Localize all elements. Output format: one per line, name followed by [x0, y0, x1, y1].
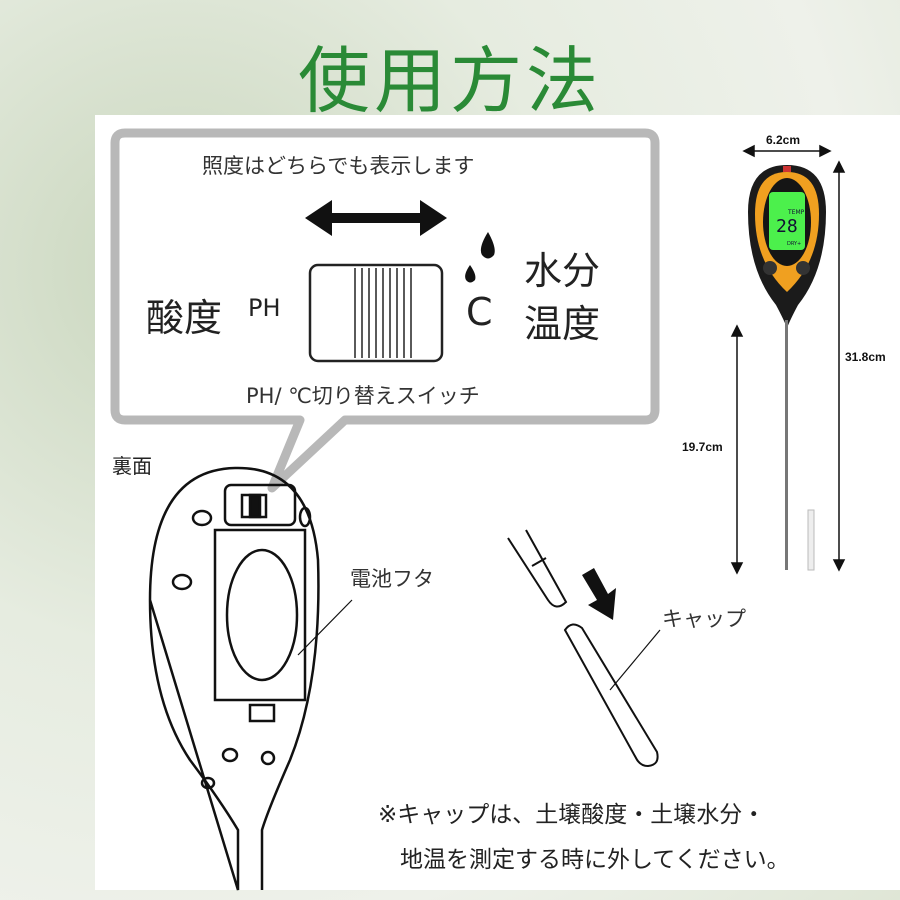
battery-cover-label: 電池フタ — [350, 567, 434, 591]
svg-text:TEMP: TEMP — [787, 209, 805, 216]
back-side-label: 裏面 — [112, 454, 152, 478]
svg-text:DRY+: DRY+ — [787, 241, 801, 247]
width-dimension: 6.2cm — [766, 133, 801, 147]
switch-illustration — [308, 263, 444, 363]
illuminance-note: 照度はどちらでも表示します — [202, 154, 475, 178]
moisture-label: 水分 — [524, 249, 601, 293]
probe-cap-illustration — [507, 529, 661, 768]
down-arrow-icon — [582, 568, 616, 620]
device-back-illustration — [148, 466, 353, 891]
acidity-label: 酸度 — [146, 296, 223, 340]
callout-box — [110, 128, 660, 493]
switch-caption: PH/ ℃切り替えスイッチ — [246, 384, 480, 408]
ph-label: PH — [248, 294, 281, 322]
page-title: 使用方法 — [297, 39, 602, 123]
celsius-label: C — [466, 290, 493, 334]
temperature-label: 温度 — [524, 302, 601, 346]
water-drop-icon — [465, 232, 495, 283]
note-line-2: 地温を測定する時に外してください。 — [400, 847, 790, 873]
device-photo: 28 TEMP DRY+ — [748, 165, 826, 571]
double-arrow-icon — [305, 200, 447, 236]
svg-text:28: 28 — [776, 216, 798, 237]
note-line-1: ※キャップは、土壌酸度・土壌水分・ — [378, 802, 766, 828]
cap-label: キャップ — [662, 607, 746, 631]
total-length-dimension: 31.8cm — [845, 350, 886, 364]
dimension-arrows — [730, 144, 846, 575]
probe-length-dimension: 19.7cm — [682, 440, 723, 454]
